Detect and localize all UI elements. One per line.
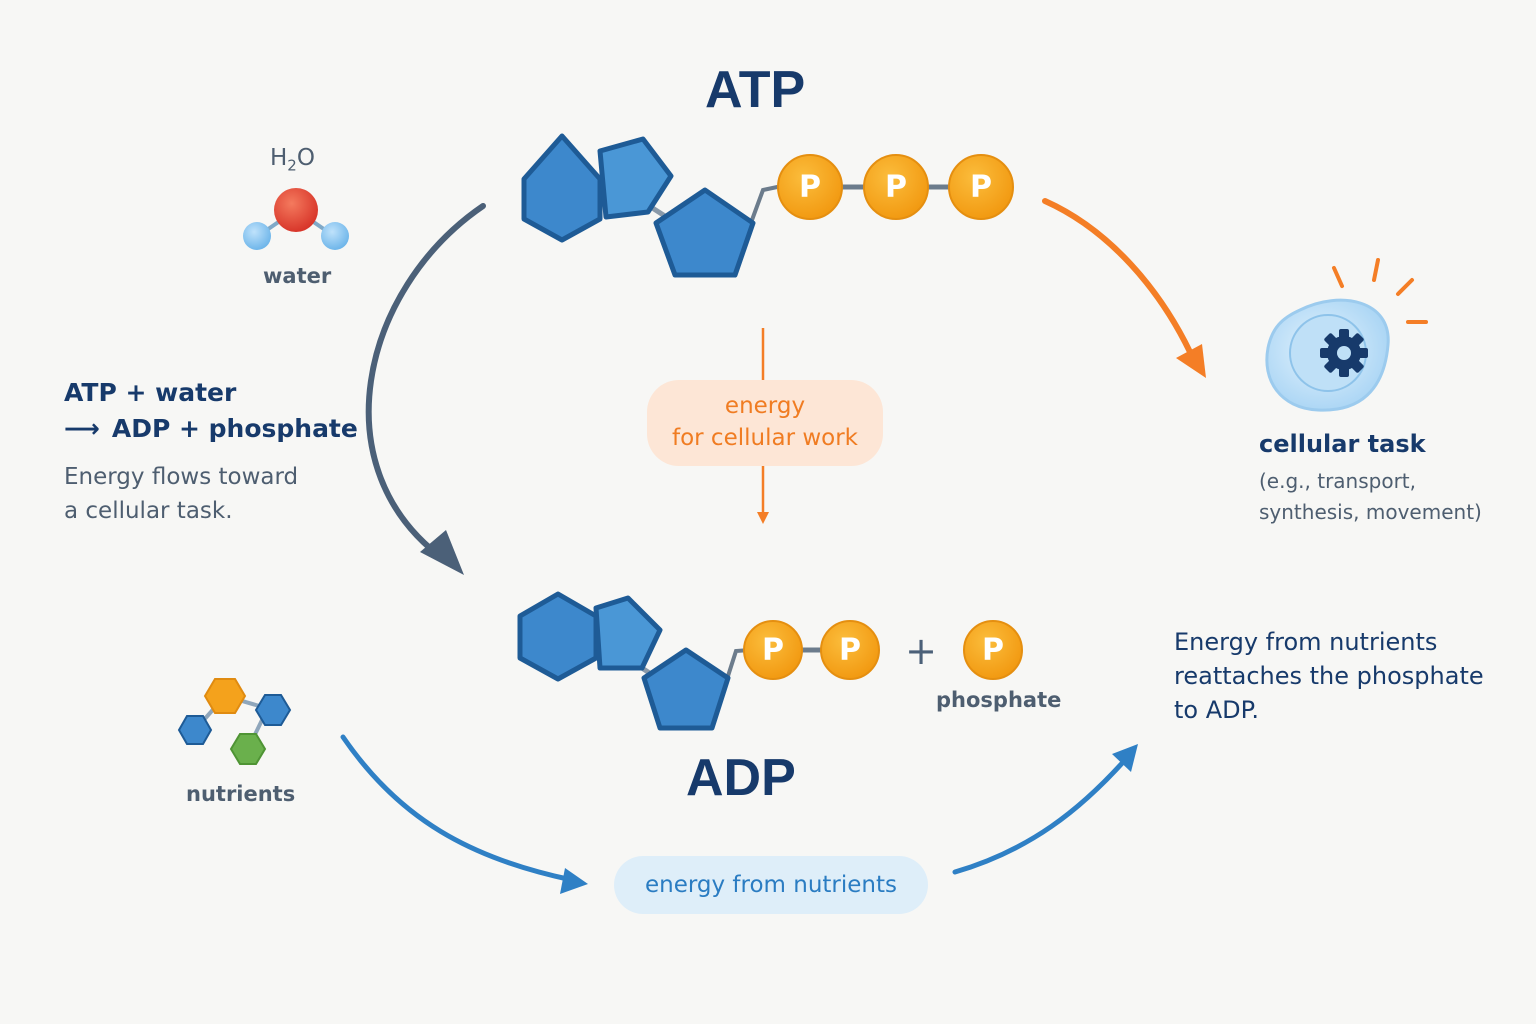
adenine-hexagon — [517, 591, 599, 682]
equation-line-2: ⟶ ADP + phosphate — [64, 411, 358, 447]
cell-gear-icon — [1265, 258, 1428, 412]
free-phosphate: P — [963, 620, 1023, 680]
formula-h: H — [270, 145, 288, 171]
energy-work-pill: energy for cellular work — [647, 380, 883, 466]
atp-phosphate-1: P — [777, 154, 843, 220]
right-note-line-1: Energy from nutrients — [1174, 628, 1438, 656]
ribose-pentagon — [653, 187, 756, 278]
reaction-arrow-icon: ⟶ — [64, 414, 100, 443]
left-note-line-2: a cellular task. — [64, 498, 233, 524]
water-label: water — [263, 264, 332, 288]
hydrolysis-arrow — [365, 203, 486, 575]
energy-from-nutrients-pill: energy from nutrients — [614, 856, 928, 914]
equation-products: ADP + phosphate — [111, 414, 358, 443]
right-note-line-3: to ADP. — [1174, 696, 1259, 724]
equation-line-1: ATP + water — [64, 378, 237, 407]
nutrients-arrow — [340, 734, 588, 894]
adp-phosphate-1: P — [743, 620, 803, 680]
atp-phosphate-3: P — [948, 154, 1014, 220]
phosphate-letter: P — [982, 633, 1004, 668]
adenine-hexagon — [521, 133, 603, 243]
cellular-task-line-1: (e.g., transport, — [1259, 469, 1417, 493]
adp-molecule: P P + P — [517, 591, 1023, 731]
formula-sub: 2 — [287, 156, 297, 175]
regeneration-arrow — [952, 744, 1138, 875]
energy-work-line-1: energy — [724, 393, 806, 419]
adp-phosphate-2: P — [820, 620, 880, 680]
water-molecule-icon — [243, 188, 349, 250]
energy-work-arrow — [757, 328, 769, 524]
atp-phosphate-2: P — [863, 154, 929, 220]
adenine-pentagon — [597, 136, 674, 220]
phosphate-letter: P — [839, 633, 861, 668]
adp-title: ADP — [686, 749, 796, 807]
left-note-line-1: Energy flows toward — [64, 464, 299, 490]
phosphate-letter: P — [885, 170, 907, 205]
water-formula: H2O — [270, 145, 315, 175]
energy-work-line-2: for cellular work — [672, 425, 858, 451]
spark-lines — [1332, 258, 1428, 324]
nutrients-label: nutrients — [186, 782, 296, 806]
cellular-task-title: cellular task — [1259, 430, 1426, 458]
ribose-pentagon — [641, 647, 731, 731]
formula-o: O — [296, 145, 315, 171]
plus-sign: + — [905, 629, 937, 673]
right-note-line-2: reattaches the phosphate — [1174, 662, 1484, 690]
nutrients-molecule-icon — [177, 678, 292, 765]
phosphate-letter: P — [762, 633, 784, 668]
atp-molecule: P P P — [521, 133, 1014, 278]
atp-title: ATP — [705, 61, 806, 119]
phosphate-letter: P — [970, 170, 992, 205]
cellular-task-line-2: synthesis, movement) — [1259, 500, 1482, 524]
energy-to-task-arrow — [1042, 198, 1206, 378]
phosphate-label: phosphate — [936, 688, 1062, 712]
adenine-pentagon — [593, 595, 663, 671]
phosphate-letter: P — [799, 170, 821, 205]
